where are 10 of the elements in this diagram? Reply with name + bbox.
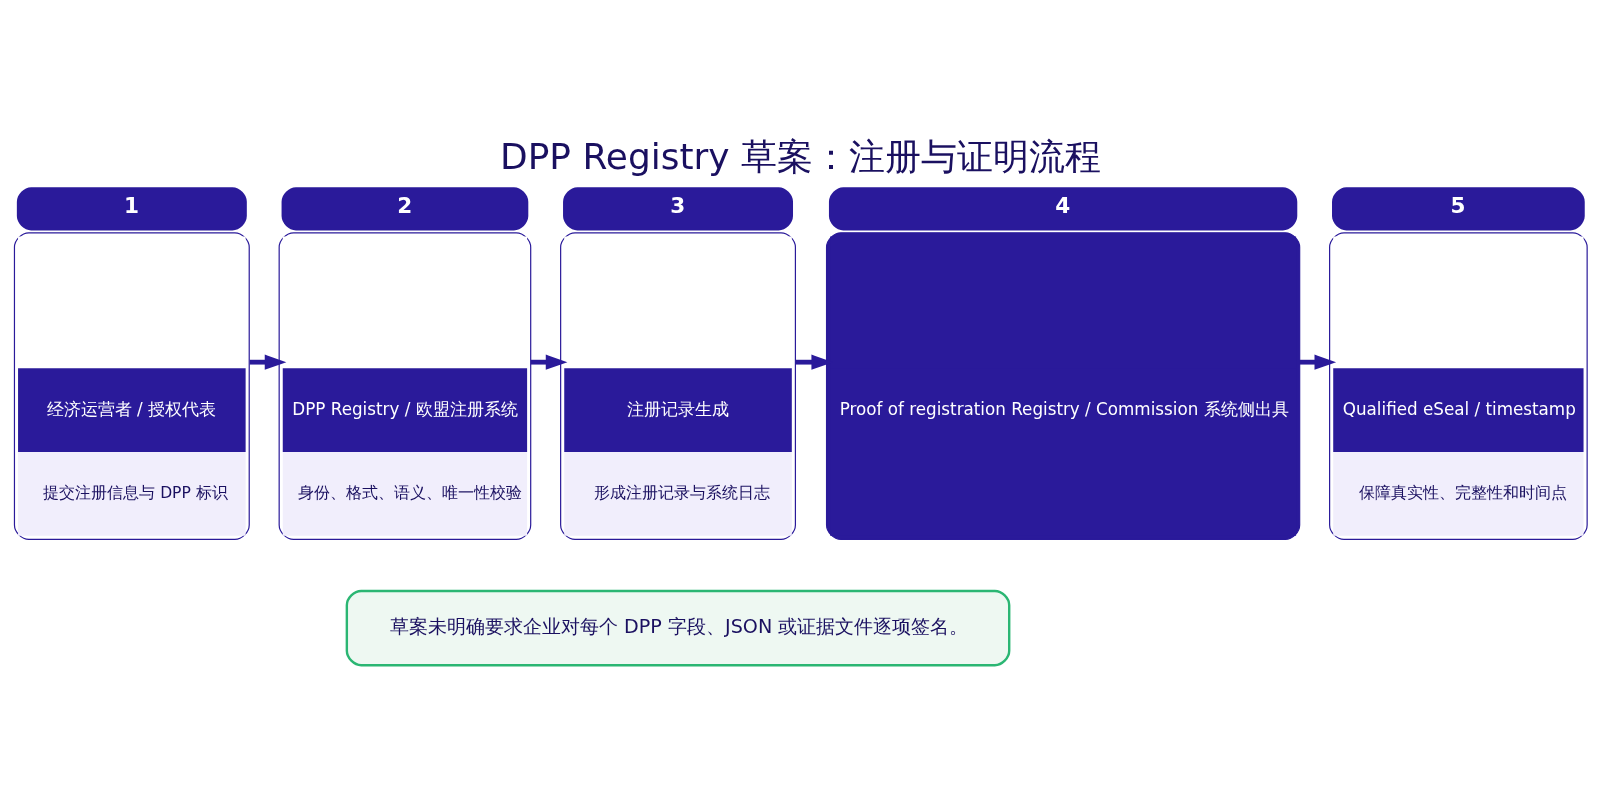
node-label: 1 [123, 192, 139, 218]
arrow [530, 354, 567, 370]
arrow [249, 354, 286, 370]
node-label: 4 [1054, 192, 1070, 218]
diagram-title: DPP Registry 草案：注册与证明流程 [499, 135, 1101, 177]
arrow [1298, 354, 1336, 370]
node-label: 3 [669, 192, 685, 218]
node-label: 2 [396, 192, 412, 218]
node-label: 5 [1450, 192, 1466, 218]
node-box: 草案未明确要求企业对每个 DPP 字段、JSON 或证据文件逐项签名。 [345, 589, 1010, 666]
